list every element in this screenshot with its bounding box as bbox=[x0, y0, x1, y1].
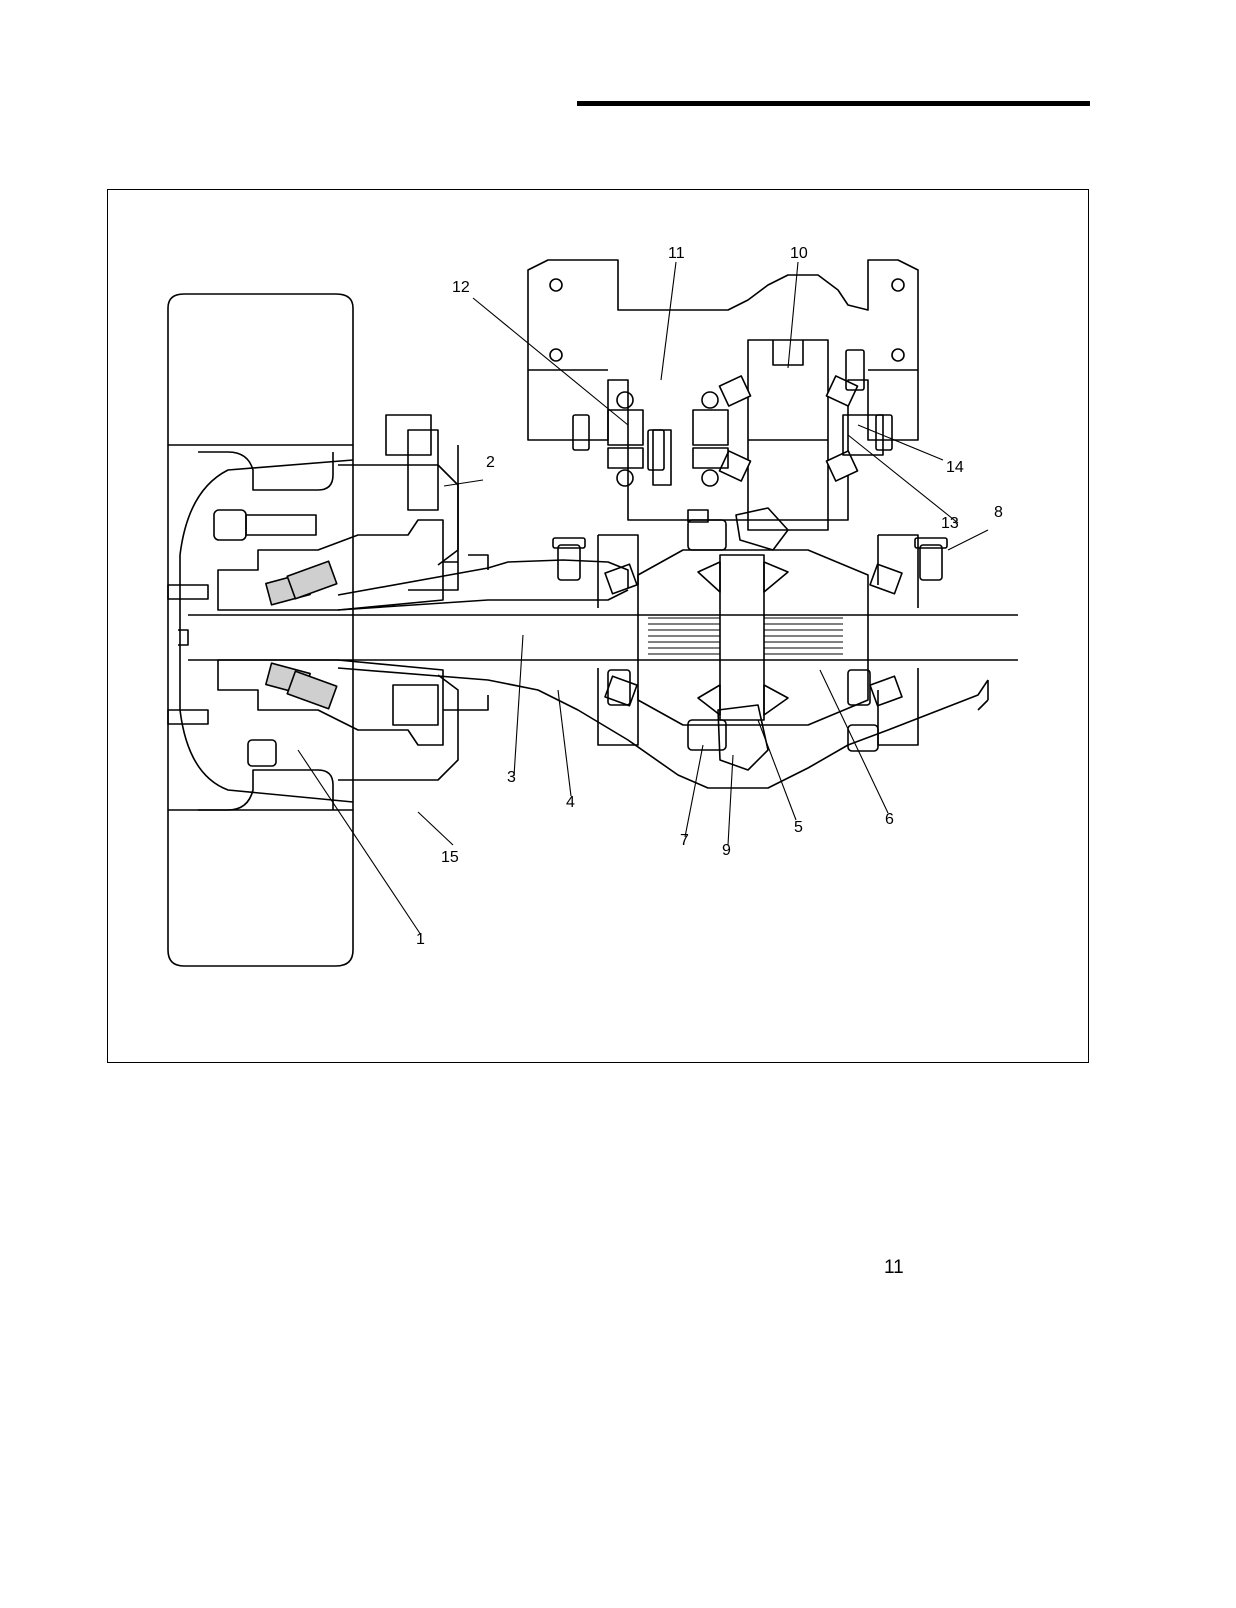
axle-housing-upper bbox=[337, 559, 629, 596]
tire-lower bbox=[167, 809, 354, 967]
callout-2: 2 bbox=[486, 454, 495, 471]
axle-shaft bbox=[178, 614, 1018, 661]
callout-5: 5 bbox=[794, 819, 803, 836]
wheel-rim bbox=[179, 459, 354, 803]
pinion-shaft bbox=[747, 339, 829, 531]
ring-gear-lower bbox=[717, 704, 769, 771]
page-number: 11 bbox=[884, 1257, 904, 1278]
differential-case bbox=[637, 549, 869, 726]
callout-9: 9 bbox=[722, 842, 731, 859]
callout-13: 13 bbox=[941, 515, 959, 532]
callout-labels: 11 10 12 14 13 2 8 3 4 5 6 7 9 15 1 bbox=[416, 245, 1003, 948]
callout-1: 1 bbox=[416, 931, 425, 948]
ring-gear bbox=[735, 507, 789, 551]
figure-frame: 11 10 12 14 13 2 8 3 4 5 6 7 9 15 1 bbox=[107, 189, 1089, 1063]
callout-6: 6 bbox=[885, 811, 894, 828]
callout-12: 12 bbox=[452, 279, 470, 296]
axle-cross-section-diagram: 11 10 12 14 13 2 8 3 4 5 6 7 9 15 1 bbox=[167, 245, 1018, 967]
header-rule bbox=[577, 101, 1090, 106]
carrier-housing bbox=[527, 259, 919, 521]
callout-4: 4 bbox=[566, 794, 575, 811]
callout-3: 3 bbox=[507, 769, 516, 786]
hub-housing bbox=[217, 519, 444, 611]
callout-10: 10 bbox=[790, 245, 808, 262]
tire-upper bbox=[167, 293, 354, 446]
callout-15: 15 bbox=[441, 849, 459, 866]
callout-11: 11 bbox=[668, 245, 685, 262]
callout-14: 14 bbox=[946, 459, 964, 476]
callout-8: 8 bbox=[994, 504, 1003, 521]
axle-housing-lower bbox=[337, 667, 989, 789]
callout-7: 7 bbox=[680, 832, 689, 849]
